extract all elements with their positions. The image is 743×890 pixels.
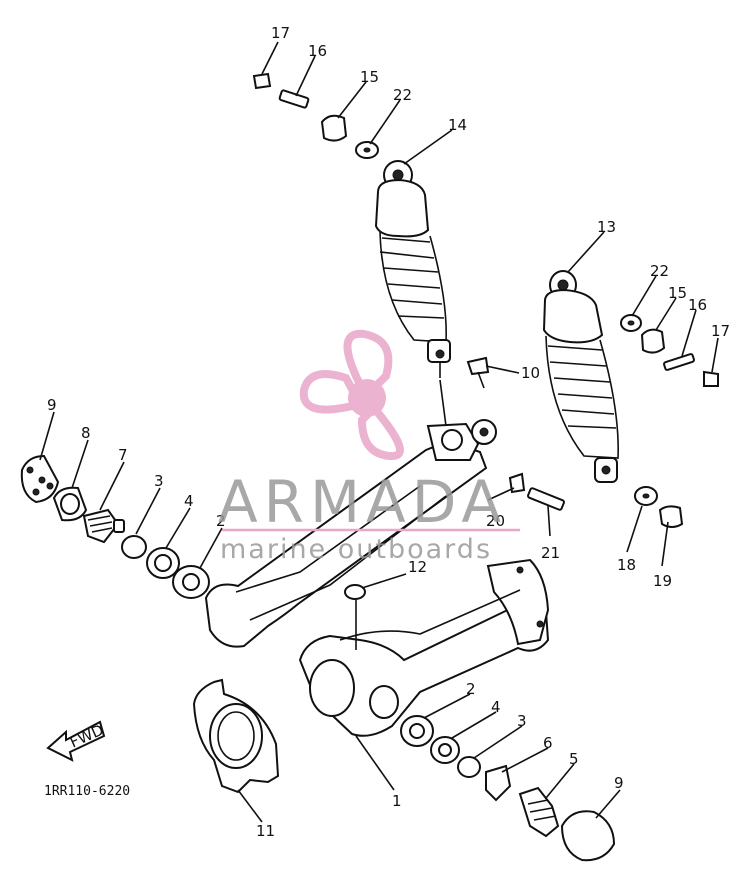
shock-mount-hardware-right (466, 314, 719, 528)
callout-5: 5 (569, 750, 579, 768)
callout-10: 10 (521, 364, 540, 382)
propeller-logo-icon (299, 329, 404, 461)
callout-4-bottom: 4 (491, 698, 501, 716)
callout-19: 19 (653, 572, 672, 590)
callout-9-bottom: 9 (614, 774, 624, 792)
swingarm (204, 419, 550, 737)
callout-6: 6 (543, 734, 553, 752)
callout-21: 21 (541, 544, 560, 562)
callout-15-right: 15 (668, 284, 687, 302)
watermark-brand: ARMADA (218, 468, 507, 536)
pivot-parts-left (20, 454, 210, 599)
callout-3-left: 3 (154, 472, 164, 490)
callout-16-top: 16 (308, 42, 327, 60)
callout-2-bottom: 2 (466, 680, 476, 698)
callout-22-right: 22 (650, 262, 669, 280)
armada-watermark: ARMADA marine outboards (218, 329, 520, 565)
callout-17-top: 17 (271, 24, 290, 42)
callout-15-top: 15 (360, 68, 379, 86)
callout-17-right: 17 (711, 322, 730, 340)
callout-14: 14 (448, 116, 467, 134)
watermark-tagline: marine outboards (220, 534, 492, 565)
shock-mount-hardware-left (252, 72, 379, 159)
chain-case-cover (192, 678, 280, 794)
callout-13: 13 (597, 218, 616, 236)
callout-18: 18 (617, 556, 636, 574)
rear-shock-absorber-left (374, 160, 451, 378)
callout-16-right: 16 (688, 296, 707, 314)
callout-20: 20 (486, 512, 505, 530)
callout-22-top: 22 (393, 86, 412, 104)
pivot-parts-right (400, 715, 616, 862)
callout-11: 11 (256, 822, 275, 840)
callout-12: 12 (408, 558, 427, 576)
callout-3-bottom: 3 (517, 712, 527, 730)
callout-8: 8 (81, 424, 91, 442)
forward-direction-arrow: FWD (46, 720, 106, 762)
callout-labels: 17 16 15 22 14 13 22 15 16 17 10 9 8 7 3… (44, 24, 730, 840)
callout-7: 7 (118, 446, 128, 464)
leader-lines (39, 41, 719, 823)
diagram-code: 1RR110-6220 (44, 784, 130, 799)
rear-shock-absorber-right (542, 270, 619, 483)
callout-4-left: 4 (184, 492, 194, 510)
callout-9-left: 9 (47, 396, 57, 414)
fwd-label: FWD (67, 721, 106, 752)
callout-1: 1 (392, 792, 402, 810)
callout-2-left: 2 (216, 512, 226, 530)
